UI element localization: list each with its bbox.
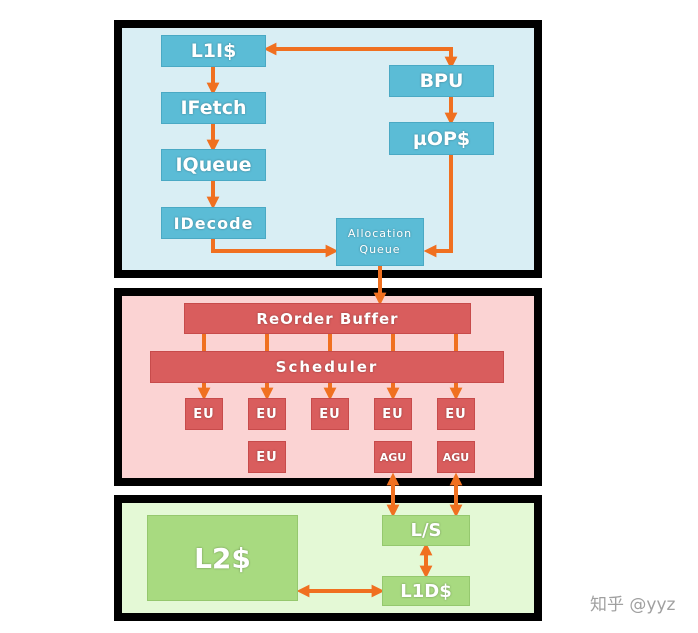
allocation-queue-label-line2: Queue — [359, 243, 401, 256]
allocation-queue-block: Allocation Queue — [336, 218, 424, 266]
eu-block-1: EU — [185, 398, 223, 430]
idecode-label: IDecode — [173, 213, 254, 233]
l2-cache-block: L2$ — [147, 515, 298, 601]
eu-label: EU — [382, 406, 404, 422]
allocation-queue-label-line1: Allocation — [347, 227, 413, 240]
uop-cache-block: µOP$ — [389, 122, 494, 155]
arrow-l1i-bpu — [263, 42, 458, 70]
agu-block-1: AGU — [374, 441, 412, 473]
eu-label: EU — [256, 406, 278, 422]
eu-label: EU — [193, 406, 215, 422]
reorder-buffer-block: ReOrder Buffer — [184, 303, 471, 334]
agu-label: AGU — [379, 450, 407, 464]
l2-cache-label: L2$ — [194, 541, 251, 575]
uop-cache-label: µOP$ — [412, 127, 471, 150]
scheduler-label: Scheduler — [275, 358, 379, 376]
watermark: 知乎 @yyz — [590, 595, 676, 615]
iqueue-label: IQueue — [175, 154, 252, 176]
agu-label: AGU — [442, 450, 470, 464]
iqueue-block: IQueue — [161, 149, 266, 181]
eu-block-3: EU — [311, 398, 349, 430]
bpu-label: BPU — [419, 70, 464, 92]
eu-block-5: EU — [437, 398, 475, 430]
l1d-cache-block: L1D$ — [382, 576, 470, 606]
l1i-cache-block: L1I$ — [161, 35, 266, 67]
eu-label: EU — [319, 406, 341, 422]
load-store-block: L/S — [382, 515, 470, 546]
eu-label: EU — [256, 449, 278, 465]
eu-block-4: EU — [374, 398, 412, 430]
reorder-buffer-label: ReOrder Buffer — [256, 309, 399, 328]
l1i-cache-label: L1I$ — [190, 40, 237, 62]
bpu-block: BPU — [389, 65, 494, 97]
eu-label: EU — [445, 406, 467, 422]
scheduler-block: Scheduler — [150, 351, 504, 383]
ifetch-label: IFetch — [180, 97, 247, 119]
eu-block-extra: EU — [248, 441, 286, 473]
eu-block-2: EU — [248, 398, 286, 430]
idecode-block: IDecode — [161, 207, 266, 239]
load-store-label: L/S — [410, 520, 442, 541]
l1d-cache-label: L1D$ — [400, 580, 452, 602]
arrow-uop-alloc — [423, 155, 453, 258]
agu-block-2: AGU — [437, 441, 475, 473]
ifetch-block: IFetch — [161, 92, 266, 124]
arrow-idecode-alloc — [211, 239, 339, 258]
